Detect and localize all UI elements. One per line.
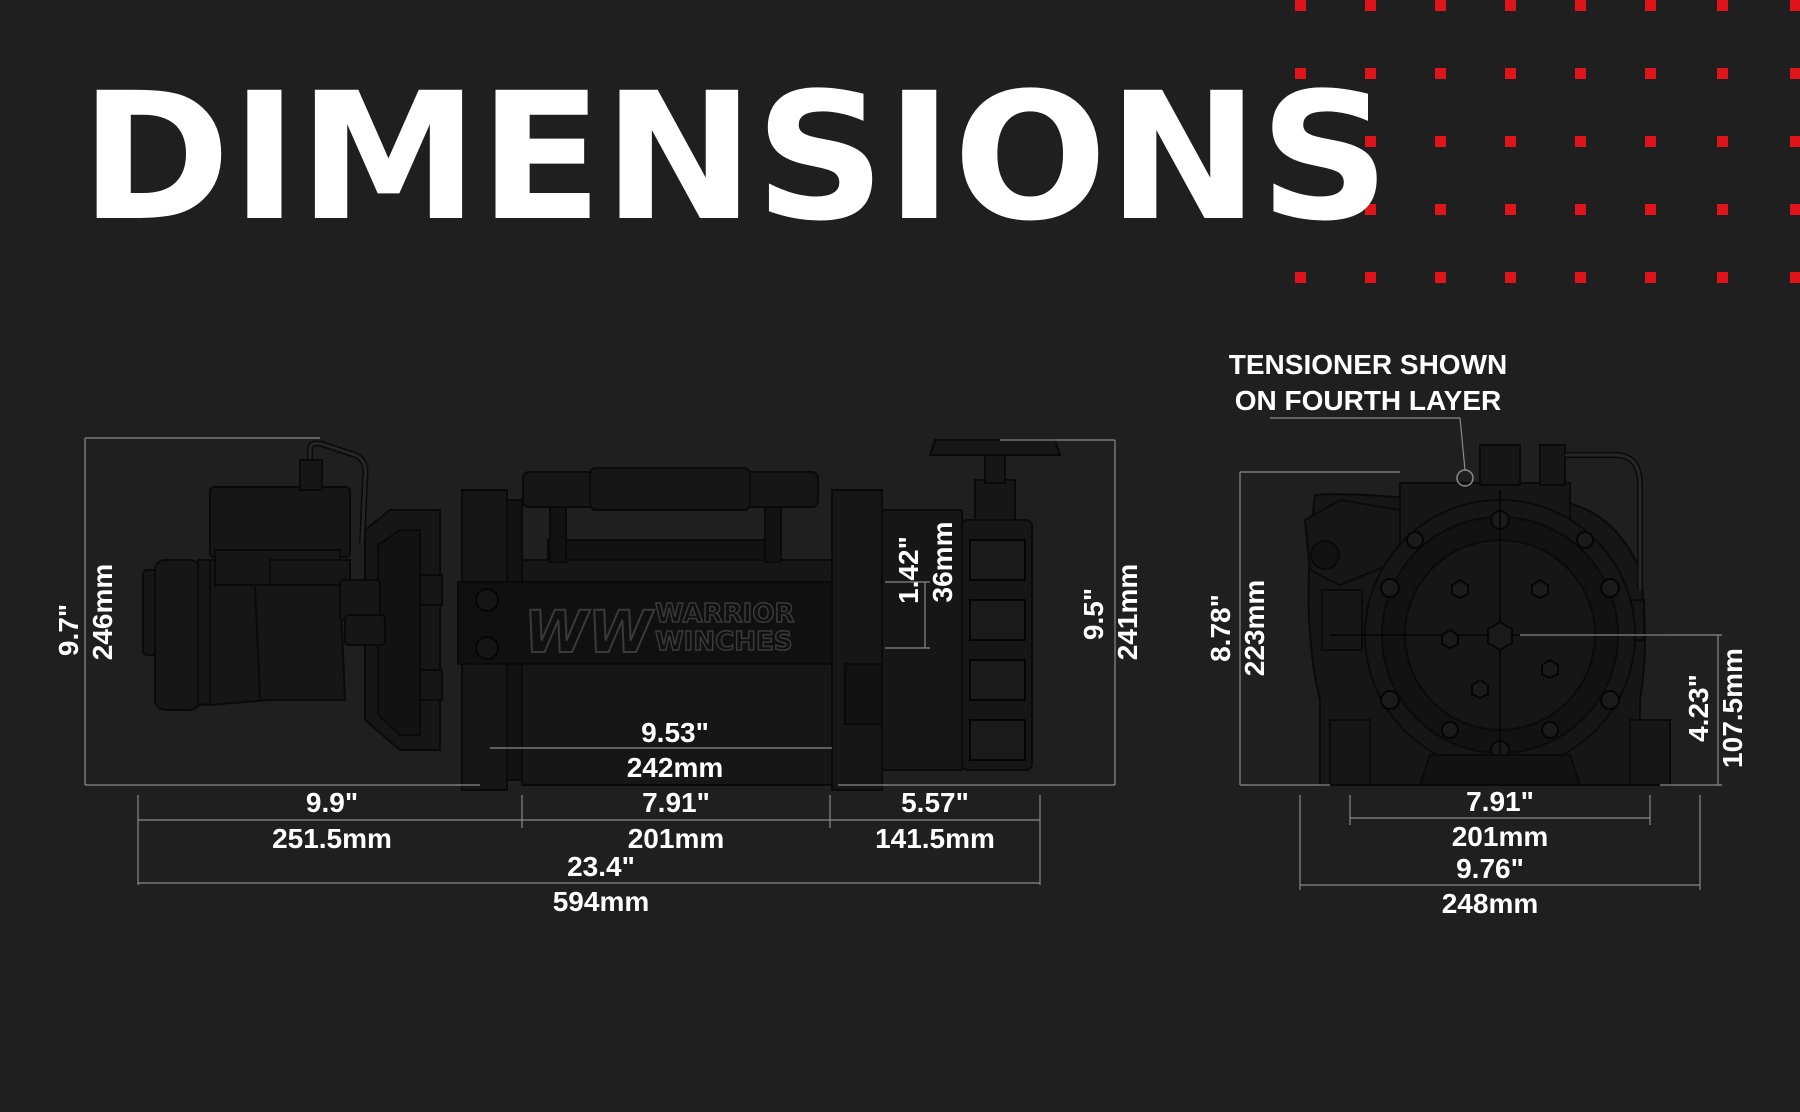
red-dot	[1505, 136, 1516, 147]
tensioner-note-line2: ON FOURTH LAYER	[1235, 385, 1502, 416]
red-dot	[1435, 204, 1446, 215]
red-dot	[1435, 68, 1446, 79]
red-dot	[1717, 136, 1728, 147]
red-dot	[1575, 0, 1586, 11]
red-dot	[1295, 0, 1306, 11]
red-dot	[1645, 68, 1656, 79]
end-overall-width-in: 9.76"	[1456, 853, 1524, 884]
mount-spacing-mm: 201mm	[628, 823, 725, 854]
red-dot	[1365, 68, 1376, 79]
overall-length-in: 23.4"	[567, 851, 635, 882]
red-dot	[1295, 136, 1306, 147]
red-dot	[1575, 272, 1586, 283]
red-dot	[1575, 136, 1586, 147]
red-dot	[1645, 204, 1656, 215]
red-dot	[1435, 136, 1446, 147]
winch-end-view	[1303, 444, 1671, 786]
red-dot	[1295, 204, 1306, 215]
end-overall-width-mm: 248mm	[1442, 888, 1539, 919]
red-dot	[1365, 272, 1376, 283]
red-dot	[1365, 0, 1376, 11]
red-dot	[1717, 204, 1728, 215]
motor-section-in: 9.9"	[306, 787, 358, 818]
red-dot	[1505, 204, 1516, 215]
end-overall-height-mm: 223mm	[1239, 580, 1270, 677]
red-dot	[1505, 272, 1516, 283]
motor-section-mm: 251.5mm	[272, 823, 392, 854]
red-dot	[1645, 0, 1656, 11]
end-mount-spacing-in: 7.91"	[1466, 786, 1534, 817]
red-dot	[1790, 204, 1800, 215]
red-dot	[1790, 68, 1800, 79]
side-right-height-mm: 241mm	[1112, 564, 1143, 661]
warrior-logo-mark: WW	[524, 598, 655, 666]
red-dot	[1435, 0, 1446, 11]
side-overall-height-in: 9.7"	[53, 604, 84, 656]
side-overall-height-mm: 246mm	[87, 564, 118, 661]
red-dot	[1435, 272, 1446, 283]
center-height-in: 4.23"	[1683, 674, 1714, 742]
logo-text-line1: WARRIOR	[655, 599, 794, 629]
red-dot	[1717, 272, 1728, 283]
red-dot	[1717, 0, 1728, 11]
red-dot	[1575, 68, 1586, 79]
red-dot	[1790, 136, 1800, 147]
side-right-height-in: 9.5"	[1078, 588, 1109, 640]
drum-length-mm: 242mm	[627, 752, 724, 783]
tie-plate-height-in: 1.42"	[893, 536, 924, 604]
red-dot-pattern	[1295, 0, 1800, 283]
winch-side-view: WW WARRIOR WINCHES	[142, 439, 1062, 791]
dimension-lines	[84, 417, 1722, 890]
tensioner-note-line1: TENSIONER SHOWN	[1229, 349, 1507, 380]
page-title: DIMENSIONS	[80, 55, 1390, 260]
logo-text-line2: WINCHES	[655, 627, 792, 657]
red-dot	[1575, 204, 1586, 215]
red-dot	[1365, 204, 1376, 215]
red-dot	[1645, 136, 1656, 147]
red-dot	[1717, 68, 1728, 79]
end-mount-spacing-mm: 201mm	[1452, 821, 1549, 852]
red-dot	[1295, 272, 1306, 283]
overall-length-mm: 594mm	[553, 886, 650, 917]
red-dot	[1790, 272, 1800, 283]
red-dot	[1645, 272, 1656, 283]
mount-spacing-in: 7.91"	[642, 787, 710, 818]
red-dot	[1365, 136, 1376, 147]
end-overall-height-in: 8.78"	[1205, 594, 1236, 662]
red-dot	[1505, 0, 1516, 11]
red-dot	[1295, 68, 1306, 79]
gearbox-section-in: 5.57"	[901, 787, 969, 818]
red-dot	[1790, 0, 1800, 11]
drum-length-in: 9.53"	[641, 717, 709, 748]
gearbox-section-mm: 141.5mm	[875, 823, 995, 854]
red-dot	[1505, 68, 1516, 79]
center-height-mm: 107.5mm	[1717, 648, 1748, 768]
tie-plate-height-mm: 36mm	[927, 522, 958, 603]
